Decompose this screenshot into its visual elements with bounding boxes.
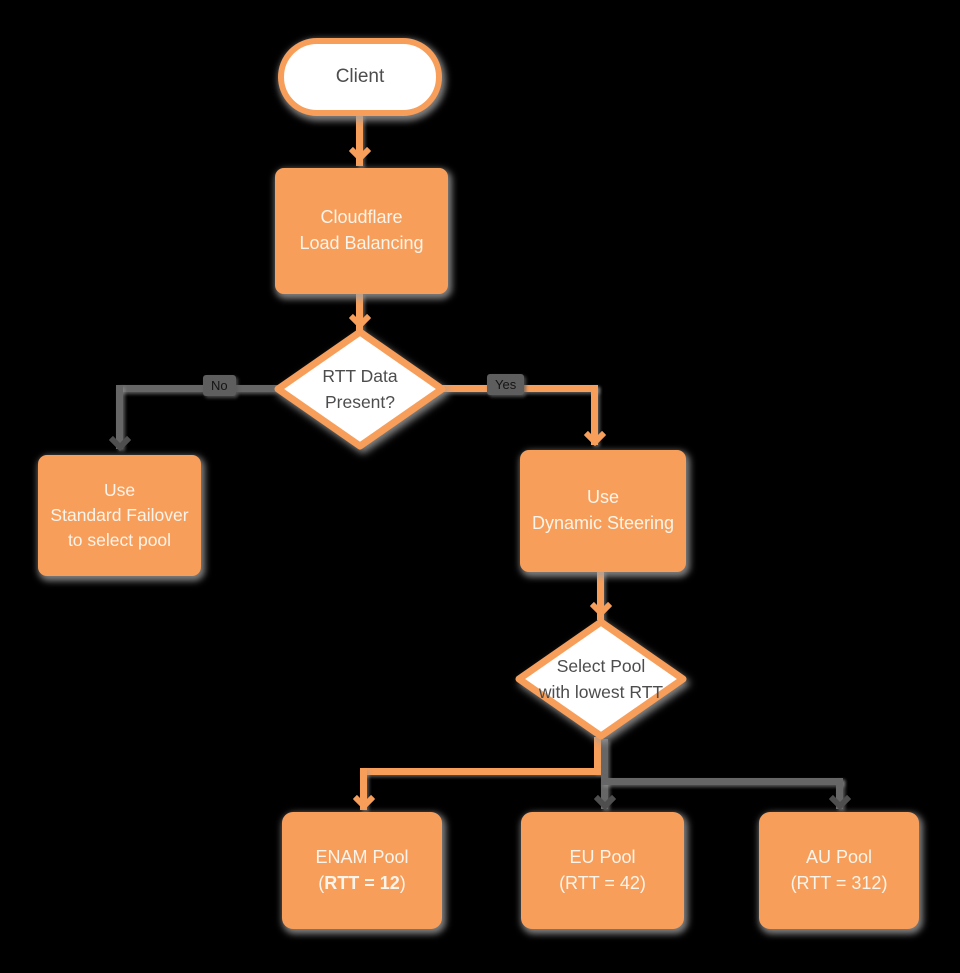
node-dynamic-steering-line1: Use <box>586 487 619 508</box>
node-au-pool-line1: AU Pool <box>805 846 873 867</box>
connector-client-to-lb <box>356 114 363 166</box>
arrowhead-into-au-icon <box>828 787 852 811</box>
node-standard-failover-line2: Standard Failover <box>50 505 189 526</box>
connector-no-branch-vertical <box>116 385 123 449</box>
connector-select-to-eu-vertical <box>601 739 608 809</box>
node-select-pool-text: Select Pool with lowest RTT <box>514 617 688 741</box>
node-select-pool: Select Pool with lowest RTT <box>514 617 688 741</box>
node-eu-pool: EU Pool (RTT = 42) <box>521 812 684 929</box>
arrowhead-into-standard-failover-icon <box>108 428 132 452</box>
node-dynamic-steering: Use Dynamic Steering <box>520 450 686 572</box>
node-standard-failover-line3: to select pool <box>67 529 172 550</box>
node-client: Client <box>278 38 442 116</box>
node-load-balancing-line2: Load Balancing <box>299 233 424 253</box>
node-eu-pool-line1: EU Pool <box>569 846 636 867</box>
connector-select-to-au-vertical <box>836 778 843 809</box>
node-load-balancing: Cloudflare Load Balancing <box>275 168 448 294</box>
diamond-shape <box>515 618 687 740</box>
connector-yes-branch-vertical <box>591 385 598 445</box>
node-select-pool-line2: with lowest RTT <box>538 682 664 702</box>
edge-label-no: No <box>203 375 236 396</box>
connector-steering-to-select-pool <box>597 570 604 620</box>
edge-label-yes: Yes <box>487 374 525 395</box>
diamond-shape <box>274 328 446 450</box>
node-rtt-decision-line1: RTT Data <box>322 365 398 386</box>
connector-select-to-au-horizontal <box>601 778 843 785</box>
connector-select-to-enam-vertical1 <box>594 737 601 773</box>
arrowhead-into-eu-icon <box>593 787 617 811</box>
node-standard-failover-line1: Use <box>103 480 136 501</box>
arrowhead-into-enam-icon <box>352 787 376 811</box>
enam-paren-close: ) <box>399 872 406 893</box>
node-standard-failover: Use Standard Failover to select pool <box>38 455 201 576</box>
node-enam-pool: ENAM Pool (RTT = 12) <box>282 812 442 929</box>
arrowhead-into-lb-icon <box>348 139 372 163</box>
node-enam-pool-line1: ENAM Pool <box>315 846 409 867</box>
arrowhead-into-dynamic-steering-icon <box>583 423 607 447</box>
node-rtt-decision: RTT Data Present? <box>273 327 447 451</box>
node-enam-pool-line2: (RTT = 12) <box>318 871 406 897</box>
node-au-pool: AU Pool (RTT = 312) <box>759 812 919 929</box>
arrowhead-into-rtt-decision-icon <box>348 306 372 330</box>
node-rtt-decision-text: RTT Data Present? <box>273 327 447 451</box>
connector-lb-to-rtt-decision <box>356 293 363 333</box>
node-load-balancing-line1: Cloudflare <box>320 207 403 228</box>
node-client-label: Client <box>335 66 385 87</box>
enam-paren-open: ( <box>318 872 325 893</box>
enam-rtt-value: RTT = 12 <box>324 872 400 893</box>
node-rtt-decision-line2: Present? <box>324 392 396 412</box>
connector-select-to-enam-horizontal <box>360 768 601 775</box>
node-au-pool-line2: (RTT = 312) <box>790 872 888 893</box>
node-select-pool-line1: Select Pool <box>556 655 646 676</box>
node-dynamic-steering-line2: Dynamic Steering <box>531 513 675 533</box>
arrowhead-into-select-pool-icon <box>589 594 613 618</box>
connector-select-to-enam-vertical2 <box>360 768 367 810</box>
node-eu-pool-line2: (RTT = 42) <box>559 872 646 893</box>
